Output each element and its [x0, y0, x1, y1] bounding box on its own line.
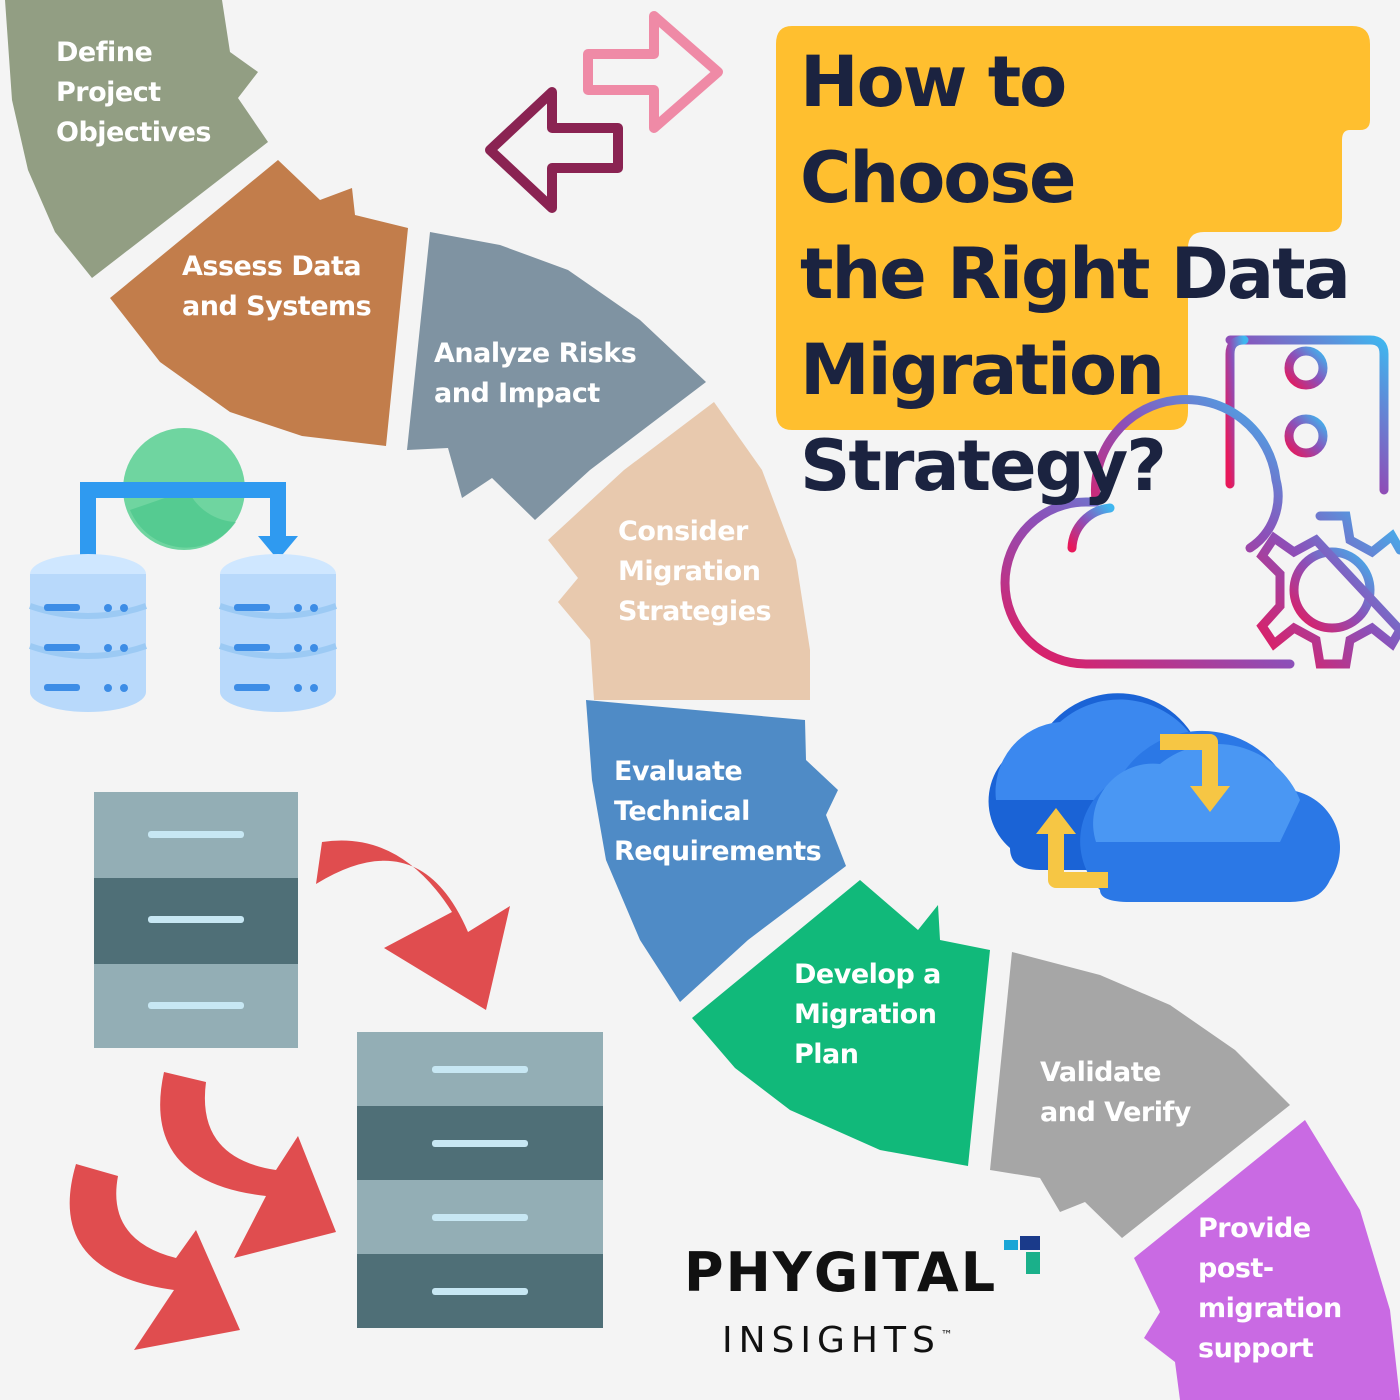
- step-label-consider-migration-strategies: Consider Migration Strategies: [618, 516, 772, 627]
- step-label-assess-data-and-systems: Assess Data and Systems: [182, 251, 372, 322]
- step-label-develop-a-migration-plan: Develop a Migration Plan: [794, 959, 941, 1070]
- red-curved-arrow-icon: [316, 840, 510, 1010]
- title-box-shape: [776, 26, 1370, 430]
- step-segment-6: [692, 880, 990, 1166]
- step-segment-4: [548, 402, 810, 700]
- brand-name: PHYGITAL: [684, 1241, 998, 1304]
- brand-sub: INSIGHTS™: [722, 1310, 953, 1366]
- brand-logo-mark-icon: [1004, 1236, 1040, 1274]
- step-label-evaluate-technical-requirements: Evaluate Technical Requirements: [614, 756, 822, 867]
- database-sync-icon: [29, 428, 337, 712]
- red-curved-arrow-icon: [69, 1164, 240, 1350]
- red-curved-arrow-icon: [160, 1072, 336, 1258]
- step-label-analyze-risks-and-impact: Analyze Risks and Impact: [434, 338, 637, 409]
- step-label-provide-post-migration-support: Provide post- migration support: [1198, 1213, 1342, 1364]
- step-segment-3: [407, 232, 706, 520]
- brand-sub-text: INSIGHTS: [722, 1320, 941, 1361]
- step-segment-1: [5, 0, 268, 278]
- step-label-define-project-objectives: Define Project Objectives: [56, 37, 212, 148]
- step-segment-5: [586, 700, 846, 1002]
- page-title: How to Choose the Right Data Migration S…: [800, 41, 1351, 507]
- cloud-sync-icon: [988, 693, 1340, 902]
- file-cabinet-icon: [94, 792, 298, 1048]
- step-label-validate-and-verify: Validate and Verify: [1040, 1057, 1191, 1128]
- step-segment-8: [1134, 1120, 1400, 1400]
- step-segment-2: [110, 160, 408, 446]
- step-segment-7: [990, 952, 1290, 1238]
- cloud-server-gear-icon: [1000, 335, 1400, 669]
- double-arrow-icon: [485, 11, 723, 213]
- file-cabinet-icon: [357, 1032, 603, 1328]
- brand-trademark: ™: [940, 1328, 953, 1342]
